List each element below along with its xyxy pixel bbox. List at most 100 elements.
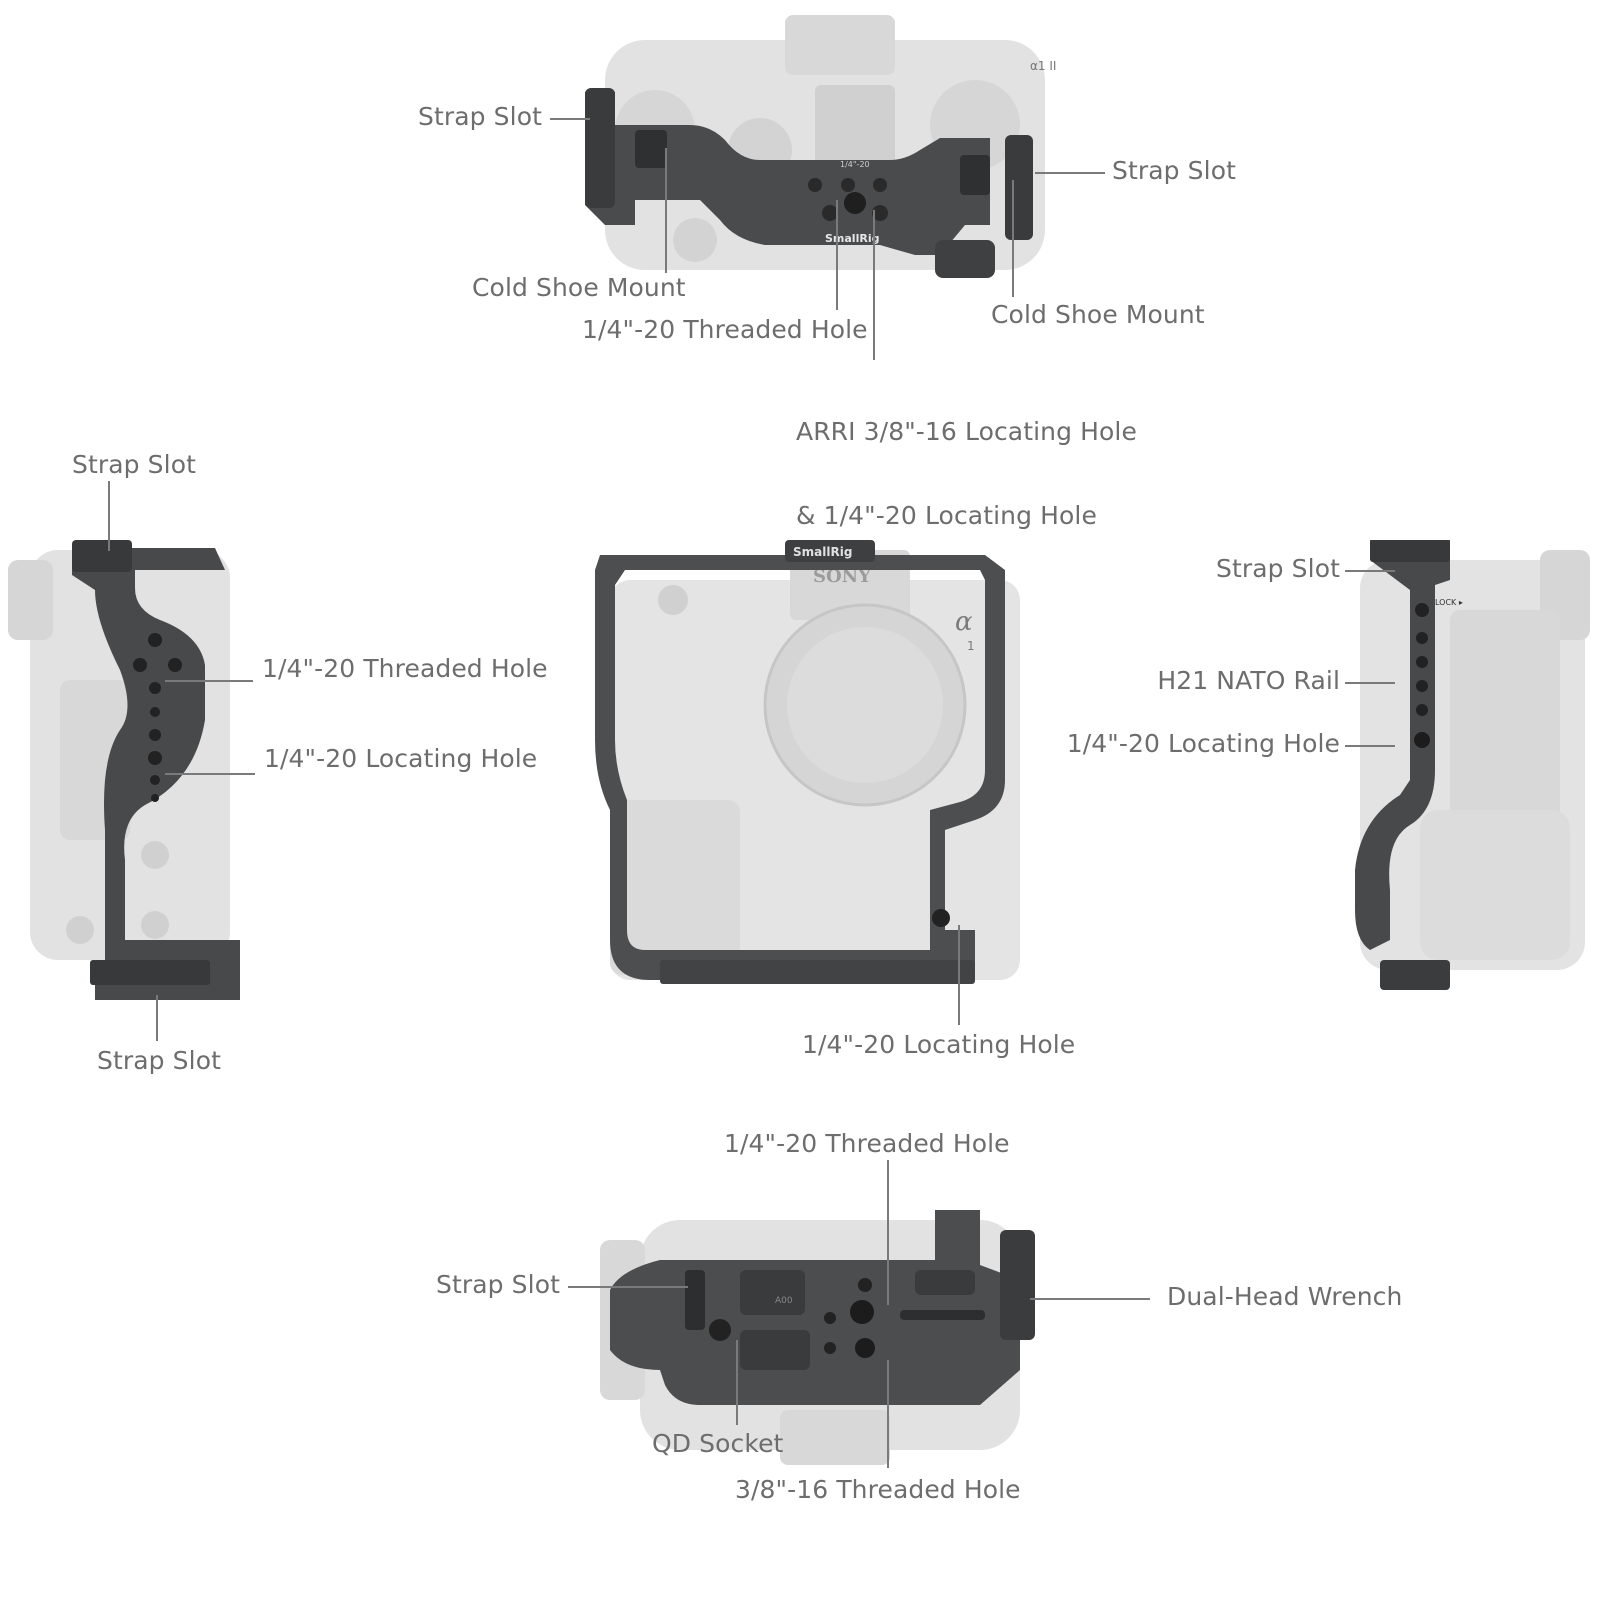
- left-strap-slot-bottom-label: Strap Slot: [97, 1046, 221, 1075]
- strap-slot-bottom-part: [685, 1270, 705, 1330]
- hole-icon: [808, 178, 822, 192]
- wrench-slot: [900, 1310, 985, 1320]
- cold-shoe-left-part: [635, 130, 667, 168]
- arri-label-line1: ARRI 3/8"-16 Locating Hole: [796, 417, 1137, 446]
- hole-icon: [824, 1312, 836, 1324]
- top-cold-shoe-right-label: Cold Shoe Mount: [991, 300, 1205, 329]
- hole-icon: [148, 633, 162, 647]
- button-icon: [658, 585, 688, 615]
- left-cage-frame: [72, 548, 240, 1000]
- top-plate-brand: [785, 540, 875, 562]
- lens-mount-inner: [787, 627, 943, 783]
- bottom-rail: [660, 960, 975, 984]
- eyecup-left: [8, 560, 53, 640]
- right-cage-frame: [1355, 540, 1450, 950]
- bottom-threaded-hole-top-label: 1/4"-20 Threaded Hole: [724, 1129, 1010, 1158]
- leader-line: [165, 680, 253, 682]
- strap-slot-right-part: [1005, 135, 1033, 240]
- leader-line: [887, 1160, 889, 1305]
- top-cold-shoe-left-label: Cold Shoe Mount: [472, 273, 686, 302]
- bottom-strap-slot-label: Strap Slot: [436, 1270, 560, 1299]
- leader-line: [736, 1340, 738, 1425]
- left-locating-hole-label: 1/4"-20 Locating Hole: [264, 744, 538, 773]
- hole-icon: [168, 658, 182, 672]
- left-view-illustration: [8, 540, 240, 1000]
- leader-line: [836, 200, 838, 310]
- left-threaded-hole-label: 1/4"-20 Threaded Hole: [262, 654, 548, 683]
- leader-line: [873, 210, 875, 360]
- leader-line: [958, 925, 960, 1025]
- leader-line: [665, 148, 667, 273]
- leader-line: [1345, 745, 1395, 747]
- model-number: 1: [967, 639, 975, 653]
- hole-icon: [1416, 632, 1428, 644]
- brand-mark: SmallRig: [793, 545, 852, 559]
- hole-icon: [822, 205, 838, 221]
- strap-slot-bottom-part: [90, 960, 210, 985]
- front-locating-hole-label: 1/4"-20 Locating Hole: [802, 1030, 1076, 1059]
- slot-cutout: [915, 1270, 975, 1295]
- camera-brand: SONY: [813, 566, 872, 587]
- right-locating-hole-label: 1/4"-20 Locating Hole: [1066, 729, 1340, 758]
- side-door-icon: [1450, 610, 1560, 820]
- right-strap-slot-label: Strap Slot: [1216, 554, 1340, 583]
- leader-line: [1035, 172, 1105, 174]
- leader-line: [165, 773, 255, 775]
- top-strap-slot-right-label: Strap Slot: [1112, 156, 1236, 185]
- leader-line: [156, 995, 158, 1041]
- hole-icon: [824, 1342, 836, 1354]
- plate-mark: A00: [775, 1296, 793, 1306]
- top-arri-label: ARRI 3/8"-16 Locating Hole & 1/4"-20 Loc…: [796, 362, 1137, 586]
- hole-icon: [1415, 603, 1429, 617]
- bottom-view-illustration: A00: [600, 1210, 1035, 1465]
- strap-slot-top-part: [72, 540, 132, 572]
- button-icon: [141, 841, 169, 869]
- strap-slot-right-part: [1370, 540, 1450, 562]
- hole-icon: [148, 751, 162, 765]
- left-strap-slot-top-label: Strap Slot: [72, 450, 196, 479]
- model-mark: α: [955, 607, 973, 637]
- model-mark: α1 II: [1030, 59, 1056, 73]
- button-icon: [66, 916, 94, 944]
- front-cage-frame: [595, 555, 1005, 980]
- leader-line: [1345, 682, 1395, 684]
- leader-line: [108, 481, 110, 551]
- right-view-illustration: LOCK ▸: [1355, 540, 1590, 990]
- wrench-part: [1000, 1230, 1035, 1340]
- lens-mount-bottom: [780, 1410, 890, 1465]
- hole-icon: [150, 775, 160, 785]
- leader-line: [1345, 570, 1395, 572]
- bottom-mount-block: [1380, 960, 1450, 990]
- bottom-threaded-hole-bottom-label: 3/8"-16 Threaded Hole: [735, 1475, 1021, 1504]
- battery-grip-block: [1420, 810, 1570, 960]
- hole-icon: [1416, 704, 1428, 716]
- hole-icon: [1416, 680, 1428, 692]
- hole-icon: [151, 794, 159, 802]
- hole-icon: [858, 1278, 872, 1292]
- arri-hole-icon: [844, 192, 866, 214]
- arri-label-line2: & 1/4"-20 Locating Hole: [796, 501, 1097, 530]
- strap-slot-left-part: [585, 88, 615, 208]
- top-view-illustration: α1 II 1/4"-20 SmallRig: [585, 15, 1056, 278]
- slot-cutout: [740, 1270, 805, 1315]
- top-threaded-hole-label: 1/4"-20 Threaded Hole: [582, 315, 868, 344]
- right-nato-rail-label: H21 NATO Rail: [1157, 666, 1340, 695]
- brand-mark: SmallRig: [825, 232, 879, 245]
- lower-mount-block: [935, 240, 995, 278]
- front-view-illustration: SONY α 1 SmallRig: [595, 540, 1020, 984]
- lock-mark: LOCK ▸: [1435, 598, 1463, 607]
- cold-shoe-right-part: [960, 155, 990, 195]
- hole-icon: [150, 707, 160, 717]
- hole-icon: [133, 658, 147, 672]
- leader-line: [568, 1286, 688, 1288]
- hole-icon: [149, 682, 161, 694]
- leader-line: [887, 1360, 889, 1468]
- joystick-icon: [673, 218, 717, 262]
- slot-cutout: [740, 1330, 810, 1370]
- leader-line: [1030, 1298, 1150, 1300]
- hole-icon: [841, 178, 855, 192]
- engraving: 1/4"-20: [840, 160, 870, 169]
- bottom-qd-socket-label: QD Socket: [652, 1429, 784, 1458]
- camera-viewfinder-top: [785, 15, 895, 75]
